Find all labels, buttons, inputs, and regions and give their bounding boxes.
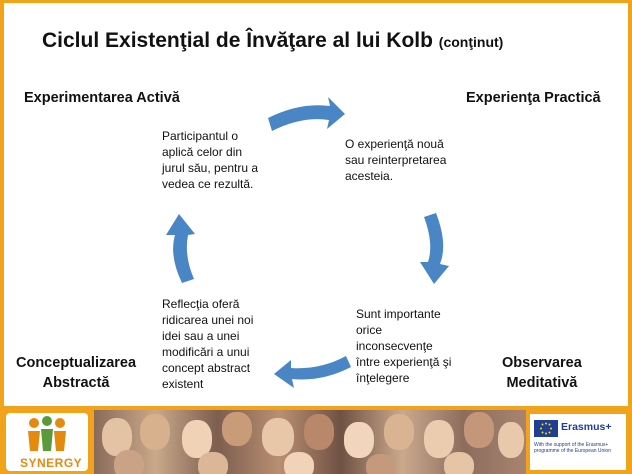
desc-reflective-observation: Sunt importante orice inconsecvenţe într… — [356, 306, 451, 386]
arrow-bottom — [274, 356, 351, 388]
slide: Ciclul Existenţial de Învăţare al lui Ko… — [4, 3, 628, 406]
people-logo-icon — [28, 416, 66, 451]
desc-line: aplică celor din — [162, 145, 243, 159]
stage-abstract-conceptualization: Conceptualizarea Abstractă — [16, 353, 136, 393]
desc-line: între experienţă şi — [356, 355, 452, 369]
stage-label-line: Abstractă — [42, 375, 110, 391]
stage-label-line: Observarea — [502, 355, 582, 371]
desc-line: modificări a unui — [162, 345, 250, 359]
slide-title: Ciclul Existenţial de Învăţare al lui Ko… — [42, 29, 503, 53]
desc-line: vedea ce rezultă. — [162, 177, 254, 191]
desc-line: inconsecvenţe — [356, 339, 433, 353]
desc-line: Reflecţia oferă — [162, 297, 240, 311]
desc-line: acesteia. — [345, 169, 394, 183]
erasmus-name: Erasmus+ — [561, 421, 612, 433]
footer: SYNERGY Erasmus+ With t — [0, 410, 632, 474]
stage-label-line: Conceptualizarea — [16, 355, 137, 371]
erasmus-support-note: With the support of the Erasmus+ program… — [534, 442, 611, 454]
stage-active-experimentation: Experimentarea Activă — [24, 90, 180, 106]
arrow-right — [420, 213, 449, 284]
title-main: Ciclul Existenţial de Învăţare al lui Ko… — [42, 29, 433, 52]
synergy-logo: SYNERGY — [6, 413, 88, 471]
logo-text: SYNERGY — [20, 456, 83, 470]
desc-line: existent — [162, 377, 204, 391]
people-photo-strip — [94, 410, 526, 474]
eu-flag-icon — [534, 420, 558, 437]
desc-line: Participantul o — [162, 129, 239, 143]
desc-abstract-conceptualization: Reflecţia oferă ridicarea unei noi idei … — [162, 296, 253, 392]
desc-line: înţelegere — [356, 371, 410, 385]
desc-line: Sunt importante — [356, 307, 441, 321]
desc-line: ridicarea unei noi — [162, 313, 254, 327]
arrow-top — [268, 97, 345, 131]
stage-reflective-observation: Observarea Meditativă — [502, 353, 582, 393]
arrow-left — [166, 214, 195, 283]
title-suffix: (conţinut) — [438, 34, 504, 50]
desc-line: concept abstract — [162, 361, 251, 375]
desc-concrete-experience: O experienţă nouă sau reinterpretarea ac… — [345, 136, 446, 184]
erasmus-logo: Erasmus+ With the support of the Erasmus… — [530, 414, 626, 470]
desc-line: sau reinterpretarea — [345, 153, 447, 167]
desc-line: idei sau a unei — [162, 329, 240, 343]
desc-line: O experienţă nouă — [345, 137, 444, 151]
stage-label-line: Meditativă — [506, 375, 578, 391]
stage-concrete-experience: Experienţa Practică — [466, 90, 601, 106]
desc-line: jurul său, pentru a — [162, 161, 259, 175]
desc-active-experimentation: Participantul o aplică celor din jurul s… — [162, 128, 258, 192]
desc-line: orice — [356, 323, 383, 337]
